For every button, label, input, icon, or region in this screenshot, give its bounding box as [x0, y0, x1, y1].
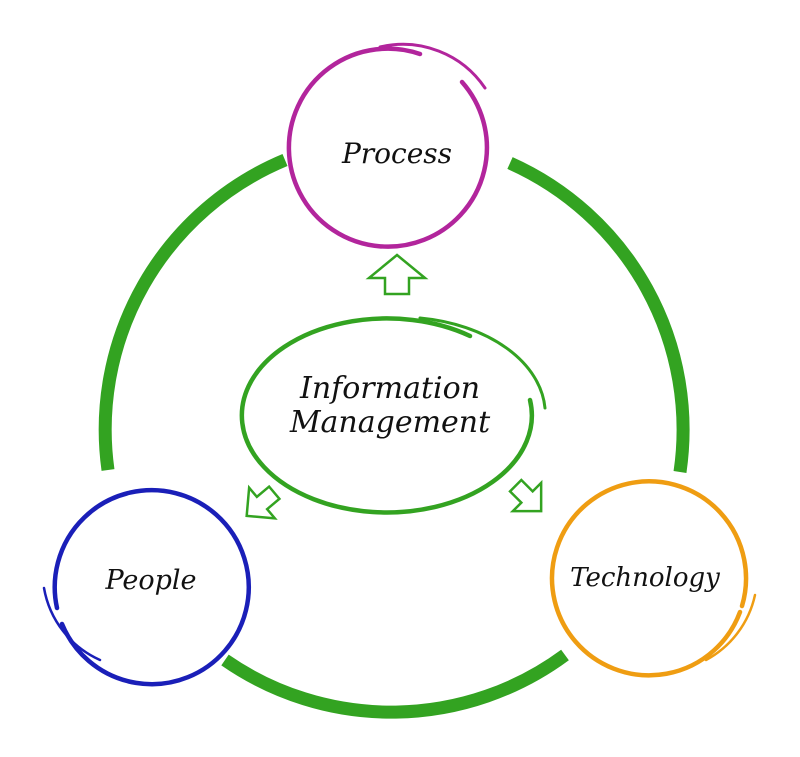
ring-arc-bottom [221, 649, 569, 719]
ring-arc-right [507, 157, 690, 473]
process-circle-overlap [378, 42, 487, 90]
technology-circle-tail [704, 593, 757, 662]
center-label-line1: Information [299, 371, 480, 406]
arrow-to-technology-icon [508, 478, 543, 513]
technology-circle [549, 479, 749, 678]
process-node: Process [286, 42, 490, 249]
arrow-to-process-icon [365, 253, 429, 296]
center-ellipse [239, 316, 535, 515]
people-node: People [42, 487, 251, 687]
ring-arc-left [98, 154, 288, 471]
technology-node: Technology [549, 479, 757, 678]
people-label: People [104, 565, 196, 596]
process-circle [286, 46, 490, 249]
arrow-to-people-icon [245, 484, 282, 520]
center-ellipse-overlap [418, 316, 547, 410]
center-label-line2: Management [289, 405, 491, 440]
process-label: Process [341, 137, 452, 170]
technology-label: Technology [570, 563, 720, 593]
people-circle [52, 487, 251, 687]
people-circle-tail [42, 586, 102, 662]
center-node: Information Management [239, 316, 547, 515]
